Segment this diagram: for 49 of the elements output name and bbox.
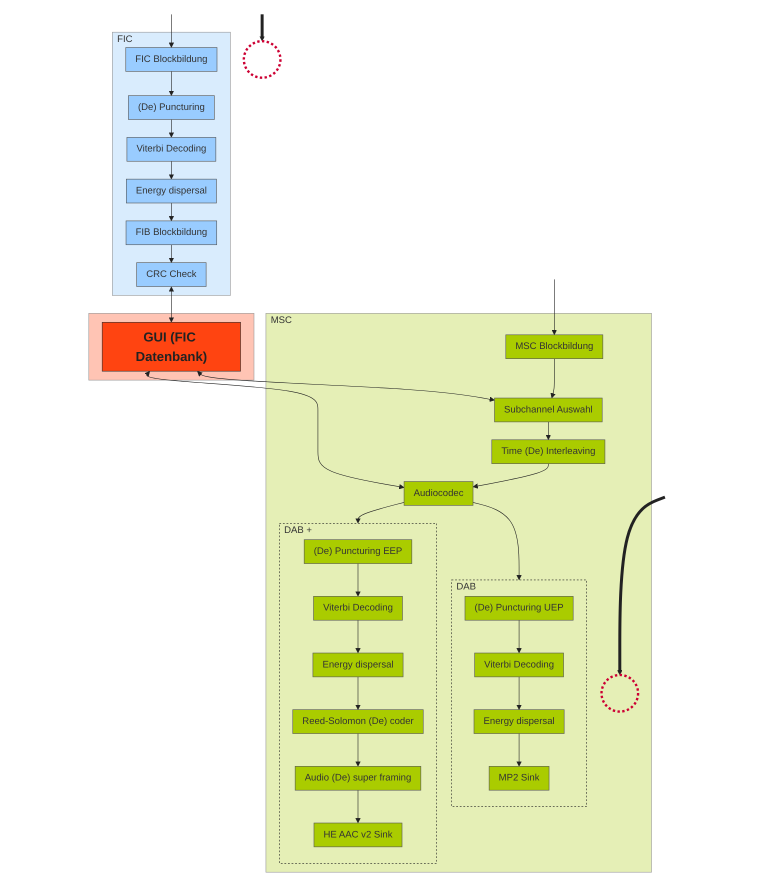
node-box: Viterbi Decoding bbox=[312, 596, 402, 621]
node-box: HE AAC v2 Sink bbox=[313, 822, 402, 848]
arrow bbox=[354, 676, 360, 710]
arrow bbox=[472, 463, 548, 489]
node-box: (De) Puncturing EEP bbox=[303, 539, 412, 564]
arrow bbox=[516, 620, 522, 654]
node-box: Energy dispersal bbox=[473, 709, 564, 734]
node-box: FIC Blockbildung bbox=[125, 47, 217, 72]
arrow bbox=[168, 119, 174, 138]
arrow bbox=[168, 202, 174, 222]
arrow bbox=[168, 14, 174, 48]
node-box: Audio (De) super framing bbox=[294, 766, 421, 790]
node-box: MSC Blockbildung bbox=[505, 334, 603, 359]
arrow bbox=[516, 733, 522, 767]
node-circle bbox=[600, 674, 639, 713]
node-box: Energy dispersal bbox=[126, 178, 216, 204]
node-box: Viterbi Decoding bbox=[474, 652, 564, 678]
node-box: Time (De) Interleaving bbox=[491, 440, 605, 464]
arrow bbox=[516, 676, 522, 710]
arrow bbox=[472, 502, 522, 580]
arrow bbox=[551, 279, 557, 336]
arrow bbox=[354, 733, 360, 767]
arrow bbox=[354, 502, 404, 524]
node-box: FIB Blockbildung bbox=[125, 220, 217, 246]
arrow bbox=[354, 620, 360, 654]
arrow bbox=[545, 422, 551, 440]
arrow bbox=[550, 358, 556, 398]
arrow bbox=[354, 563, 360, 597]
arrow bbox=[168, 244, 174, 263]
arrow bbox=[354, 790, 360, 824]
node-box: CRC Check bbox=[136, 262, 206, 287]
arrow bbox=[168, 160, 174, 180]
arrow bbox=[196, 371, 494, 402]
arrow bbox=[168, 286, 174, 323]
node-box: Viterbi Decoding bbox=[126, 137, 216, 162]
node-circle bbox=[242, 40, 282, 79]
node-box: (De) Puncturing UEP bbox=[464, 596, 574, 621]
node-box: Audiocodec bbox=[403, 481, 473, 506]
node-box: (De) Puncturing bbox=[128, 95, 214, 120]
arrow bbox=[259, 14, 264, 42]
node-box: Subchannel Auswahl bbox=[494, 398, 602, 422]
node-box: Energy dispersal bbox=[312, 652, 403, 678]
node-box: MP2 Sink bbox=[488, 766, 549, 790]
arrow bbox=[144, 371, 404, 490]
arrow bbox=[168, 71, 174, 96]
arrow bbox=[616, 496, 666, 676]
node-box: Reed-Solomon (De) coder bbox=[292, 709, 424, 734]
cluster bbox=[88, 313, 254, 380]
node-box: GUI (FIC Datenbank) bbox=[102, 322, 240, 372]
